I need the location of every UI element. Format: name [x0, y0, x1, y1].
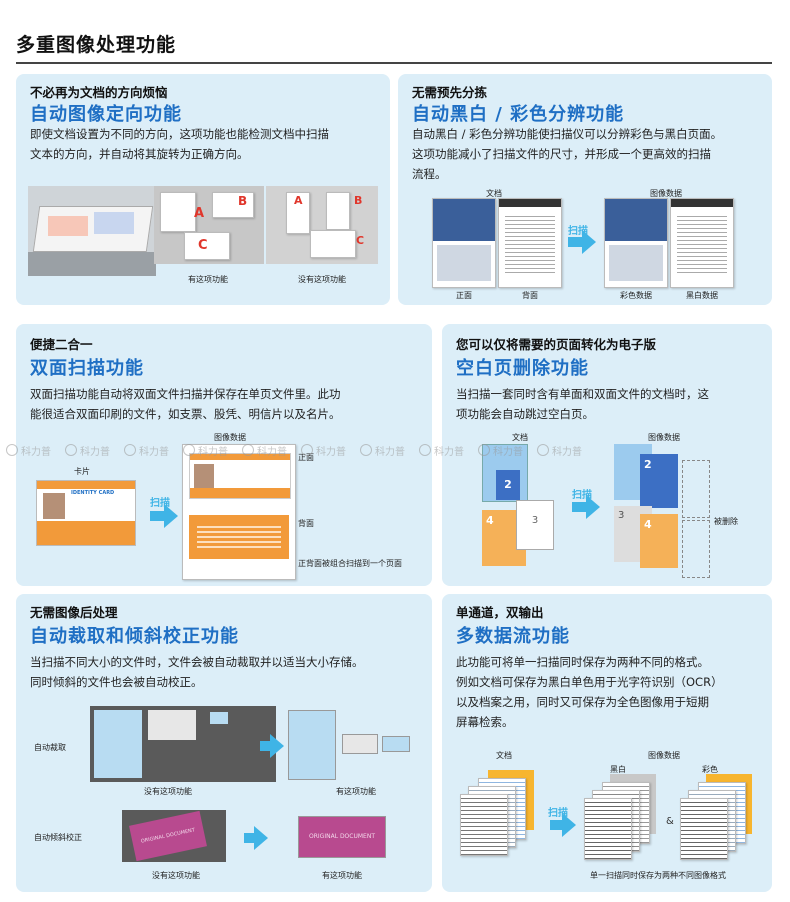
label-without-feature: 没有这项功能 [298, 275, 346, 284]
out-blank-1 [682, 460, 710, 518]
panel-auto-orientation: 不必再为文档的方向烦恼 自动图像定向功能 即使文档设置为不同的方向，这项功能也能… [16, 74, 390, 305]
crop-after-check [342, 734, 378, 754]
label-without-skew: 没有这项功能 [152, 871, 200, 880]
scan-arrow-stem [568, 237, 582, 247]
panel-kicker: 无需图像后处理 [30, 605, 118, 620]
label-color: 彩色 [702, 765, 718, 774]
panel-description: 当扫描一套同时含有单面和双面文件的文档时，这 项功能会自动跳过空白页。 [456, 387, 709, 421]
panel-heading: 自动裁取和倾斜校正功能 [30, 626, 239, 647]
combined-output-page [182, 444, 296, 580]
panel-heading: 自动黑白 / 彩色分辨功能 [412, 104, 625, 125]
panel-blank-page-deletion: 您可以仅将需要的页面转化为电子版 空白页删除功能 当扫描一套同时含有单面和双面文… [442, 324, 772, 586]
title-rule [16, 62, 772, 64]
label-image-data: 图像数据 [648, 751, 680, 760]
label-image-data: 图像数据 [214, 433, 246, 442]
panel-heading: 多数据流功能 [456, 626, 570, 647]
out-page-2: 2 [640, 454, 678, 508]
crop-arrow-stem [260, 741, 270, 751]
scan-arrow [562, 813, 576, 837]
label-multi-stream-note: 单一扫描同时保存为两种不同图像格式 [590, 871, 726, 880]
panel-heading: 空白页删除功能 [456, 358, 589, 379]
label-deleted: 被删除 [714, 517, 738, 526]
label-color-data: 彩色数据 [620, 291, 652, 300]
scan-arrow-stem [550, 820, 562, 830]
scanner-illustration [28, 186, 156, 276]
crop-before [90, 706, 276, 782]
panel-description: 即使文档设置为不同的方向，这项功能也能检测文档中扫描 文本的方向，并自动将其旋转… [30, 127, 329, 161]
label-back: 背面 [522, 291, 538, 300]
panel-kicker: 无需预先分拣 [412, 85, 488, 100]
panel-kicker: 单通道，双输出 [456, 605, 544, 620]
label-image-data: 图像数据 [650, 189, 682, 198]
page-title: 多重图像处理功能 [16, 34, 177, 56]
doc-stack [460, 770, 540, 856]
bw-stack [584, 774, 664, 860]
scan-arrow [582, 230, 596, 254]
label-bw-data: 黑白数据 [686, 291, 718, 300]
rotated-pages-with: A B C [154, 186, 264, 264]
panel-kicker: 您可以仅将需要的页面转化为电子版 [456, 337, 657, 352]
bw-output-page [670, 198, 734, 288]
scan-label: 扫描 [572, 490, 592, 501]
out-page-4: 4 [640, 514, 678, 568]
panel-duplex-scan: 便捷二合一 双面扫描功能 双面扫描功能自动将双面文件扫描并保存在单页文件里。此功… [16, 324, 432, 586]
panel-crop-deskew: 无需图像后处理 自动裁取和倾斜校正功能 当扫描不同大小的文件时，文件会被自动裁取… [16, 594, 432, 892]
label-documents: 文档 [496, 751, 512, 760]
label-without-crop: 没有这项功能 [144, 787, 192, 796]
panel-description: 当扫描不同大小的文件时，文件会被自动裁取并以适当大小存储。 同时倾斜的文件也会被… [30, 655, 364, 689]
skew-after: ORIGINAL DOCUMENT [298, 816, 386, 858]
skew-before: ORIGINAL DOCUMENT [122, 810, 226, 862]
doc-page-3: 3 [516, 500, 554, 550]
panel-heading: 自动图像定向功能 [30, 104, 182, 125]
label-documents: 文档 [486, 189, 502, 198]
label-with-skew: 有这项功能 [322, 871, 362, 880]
rotated-pages-without: A B C [266, 186, 378, 264]
label-back: 背面 [298, 519, 314, 528]
amp-symbol: & [666, 816, 674, 827]
crop-after-page [288, 710, 336, 780]
color-page-front [432, 198, 496, 288]
skew-arrow-stem [244, 833, 254, 843]
scan-arrow-stem [150, 511, 164, 521]
scan-label: 扫描 [150, 498, 170, 509]
panel-color-detection: 无需预先分拣 自动黑白 / 彩色分辨功能 自动黑白 / 彩色分辨功能使扫描仪可以… [398, 74, 772, 305]
doc-page-2: 2 [496, 470, 520, 500]
label-auto-crop: 自动裁取 [34, 743, 66, 752]
label-combined-note: 正背面被组合扫描到一个页面 [298, 559, 402, 568]
scan-arrow [164, 504, 178, 528]
scan-arrow [586, 495, 600, 519]
scan-label: 扫描 [548, 808, 568, 819]
label-front: 正面 [456, 291, 472, 300]
panel-kicker: 便捷二合一 [30, 337, 93, 352]
crop-arrow [270, 734, 284, 758]
panel-description: 此功能可将单一扫描同时保存为两种不同的格式。 例如文档可保存为黑白单色用于光字符… [456, 655, 723, 729]
label-with-feature: 有这项功能 [188, 275, 228, 284]
skew-arrow [254, 826, 268, 850]
scan-label: 扫描 [568, 226, 588, 237]
label-bw: 黑白 [610, 765, 626, 774]
label-with-crop: 有这项功能 [336, 787, 376, 796]
color-stack [680, 774, 760, 860]
panel-multi-stream: 单通道，双输出 多数据流功能 此功能可将单一扫描同时保存为两种不同的格式。 例如… [442, 594, 772, 892]
scan-arrow-stem [572, 502, 586, 512]
panel-description: 双面扫描功能自动将双面文件扫描并保存在单页文件里。此功 能很适合双面印刷的文件，… [30, 387, 341, 421]
bw-page-back [498, 198, 562, 288]
panel-description: 自动黑白 / 彩色分辨功能使扫描仪可以分辨彩色与黑白页面。 这项功能减小了扫描文… [412, 127, 723, 181]
label-card: 卡片 [74, 467, 90, 476]
label-front: 正面 [298, 453, 314, 462]
id-card: IDENTITY CARD [36, 480, 136, 546]
panel-kicker: 不必再为文档的方向烦恼 [30, 85, 168, 100]
color-output-page [604, 198, 668, 288]
label-documents: 文档 [512, 433, 528, 442]
crop-after-card [382, 736, 410, 752]
out-blank-2 [682, 520, 710, 578]
label-auto-skew: 自动倾斜校正 [34, 833, 82, 842]
label-image-data: 图像数据 [648, 433, 680, 442]
panel-heading: 双面扫描功能 [30, 358, 144, 379]
